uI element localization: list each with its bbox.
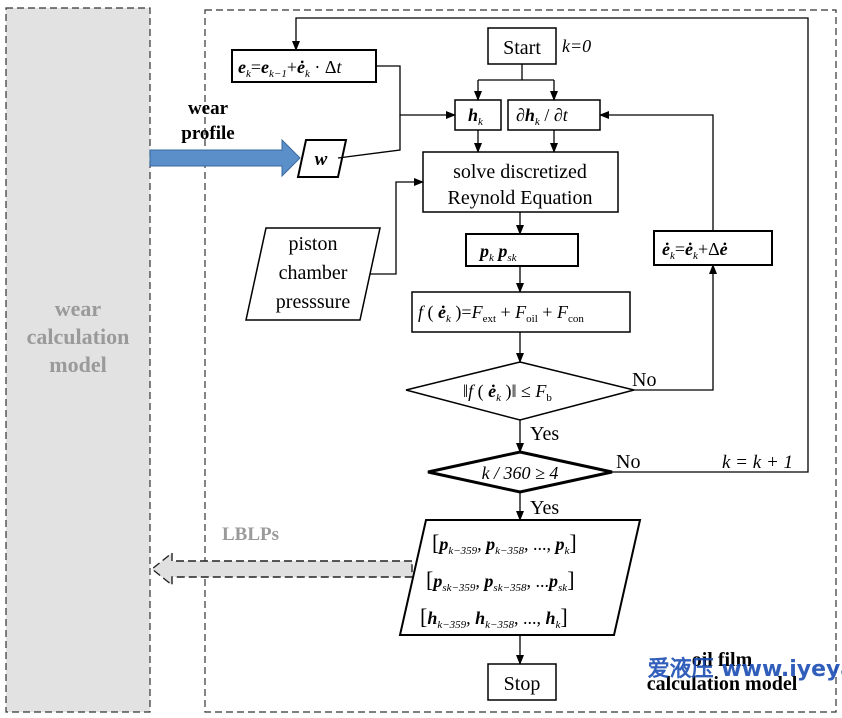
watermark-text: 爱液压 www.iyeya.cn — [648, 656, 842, 682]
solve-line2: Reynold Equation — [448, 187, 593, 209]
wear-profile-arrow — [149, 138, 301, 178]
chamber-line2: chamber — [279, 262, 348, 284]
wear-profile-line2: profile — [181, 123, 234, 144]
solve-reynold-box — [422, 151, 619, 213]
watermark-logo: 爱液压 www.iyeya.cn — [648, 656, 842, 682]
chamber-line1: piston — [289, 233, 338, 255]
stop-label: Stop — [504, 673, 541, 695]
wear-model-line2: calculation — [27, 324, 130, 349]
connectors — [292, 17, 809, 665]
convergence-formula: ‖f ( ėk )‖ ≤ Fb — [463, 381, 552, 404]
force-box — [411, 291, 631, 333]
no-label-1: No — [632, 369, 656, 391]
ek-update-formula: ek=ek−1+ėk · Δt — [238, 57, 342, 80]
oil-film-line1: oil film — [692, 649, 753, 671]
yes-label-2: Yes — [530, 497, 559, 519]
lblps-arrow — [150, 551, 413, 587]
start-node — [487, 27, 557, 65]
edot-update-formula: ėk=ėk+Δė — [662, 239, 728, 262]
cycle-formula: k / 360 ≥ 4 — [482, 463, 559, 483]
w-input-node — [296, 139, 348, 178]
k-increment-label: k = k + 1 — [722, 452, 793, 473]
k-init-label: k=0 — [562, 36, 591, 56]
w-label: w — [315, 149, 328, 170]
wear-profile-line1: wear — [188, 98, 229, 119]
chamber-line3: presssure — [276, 291, 351, 313]
force-formula: f ( ėk )=Fext + Foil + Fcon — [418, 302, 584, 325]
no-label-2: No — [616, 451, 640, 473]
output-node — [398, 519, 642, 636]
stop-node — [487, 663, 557, 701]
lblps-label: LBLPs — [222, 524, 279, 545]
wear-model-line1: wear — [55, 296, 102, 321]
oil-film-panel-border — [204, 9, 837, 713]
edot-update-box — [653, 230, 773, 266]
yes-label-1: Yes — [530, 423, 559, 445]
start-label: Start — [503, 37, 541, 59]
solve-line1: solve discretized — [453, 161, 587, 183]
oil-film-line2: calculation model — [647, 673, 798, 695]
wear-model-line3: model — [49, 352, 106, 377]
wear-model-panel: wear calculation model — [5, 7, 151, 713]
dhdt-formula: ∂hk / ∂t — [516, 105, 569, 128]
piston-chamber-node — [245, 227, 381, 321]
